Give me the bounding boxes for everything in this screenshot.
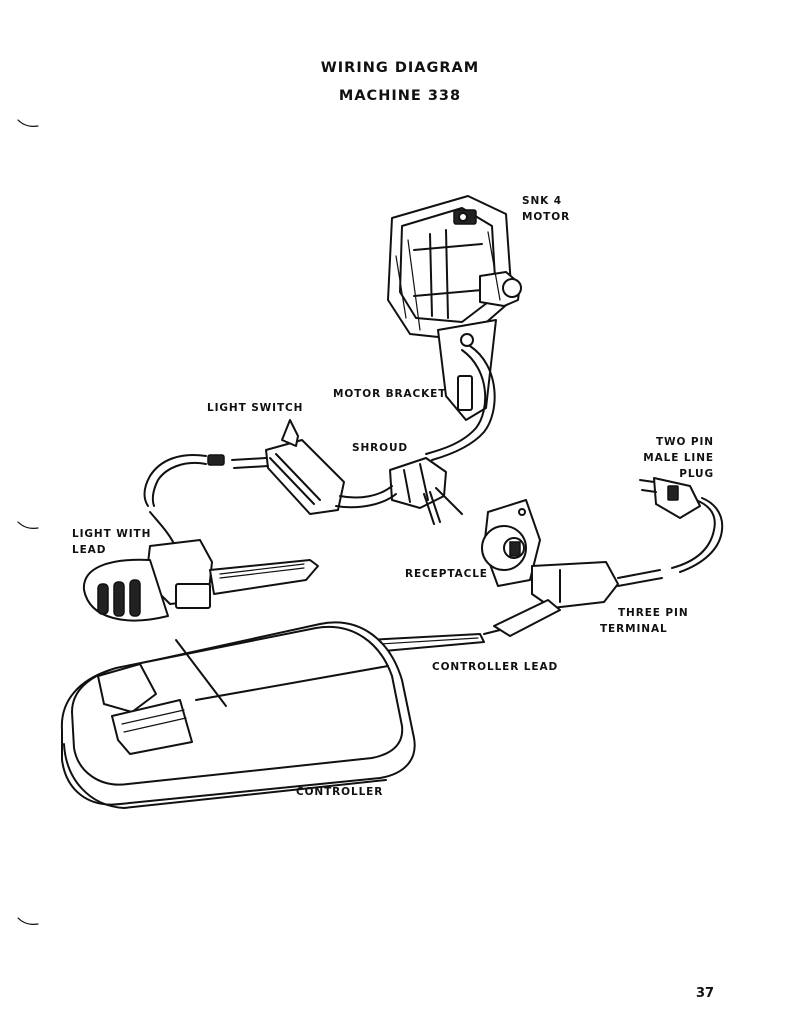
controller-drawing [60, 621, 416, 809]
motor-label-line2: MOTOR [522, 211, 571, 223]
motor-bracket-drawing [437, 319, 497, 421]
page-subtitle: MACHINE 338 [338, 88, 462, 104]
plug-label-line2: MALE LINE [643, 452, 714, 464]
controller-lead-label: CONTROLLER LEAD [432, 661, 559, 673]
light-switch-label: LIGHT SWITCH [207, 402, 304, 414]
terminal-label-line1: THREE PIN [618, 607, 689, 619]
light-label: LIGHT WITH LEAD [72, 526, 151, 558]
shroud-drawing [389, 457, 463, 525]
light-label-line2: LEAD [72, 544, 107, 556]
receptacle-drawing [481, 499, 541, 587]
plug-label-line3: PLUG [679, 468, 714, 480]
terminal-label-line2: TERMINAL [600, 623, 668, 635]
motor-label-line1: SNK 4 [522, 195, 562, 207]
motor-lead [425, 345, 496, 461]
light-lead [143, 454, 207, 549]
motor-label: SNK 4 MOTOR [522, 193, 570, 225]
page-title: WIRING DIAGRAM [320, 60, 480, 76]
light-label-line1: LIGHT WITH [72, 528, 152, 540]
receptacle-label: RECEPTACLE [405, 568, 488, 580]
light-drawing [82, 539, 319, 622]
plug-drawing [639, 477, 724, 573]
motor-drawing [387, 195, 522, 341]
terminal-drawing [483, 561, 663, 637]
light-switch-drawing [207, 419, 397, 515]
terminal-label: THREE PIN TERMINAL [600, 605, 689, 637]
shroud-label: SHROUD [352, 442, 409, 454]
controller-label: CONTROLLER [296, 786, 384, 798]
plug-label: TWO PIN MALE LINE PLUG [612, 434, 714, 482]
page-number: 37 [696, 986, 715, 1001]
plug-label-line1: TWO PIN [655, 436, 714, 448]
binding-marks [17, 119, 39, 925]
motor-bracket-label: MOTOR BRACKET [333, 388, 447, 400]
